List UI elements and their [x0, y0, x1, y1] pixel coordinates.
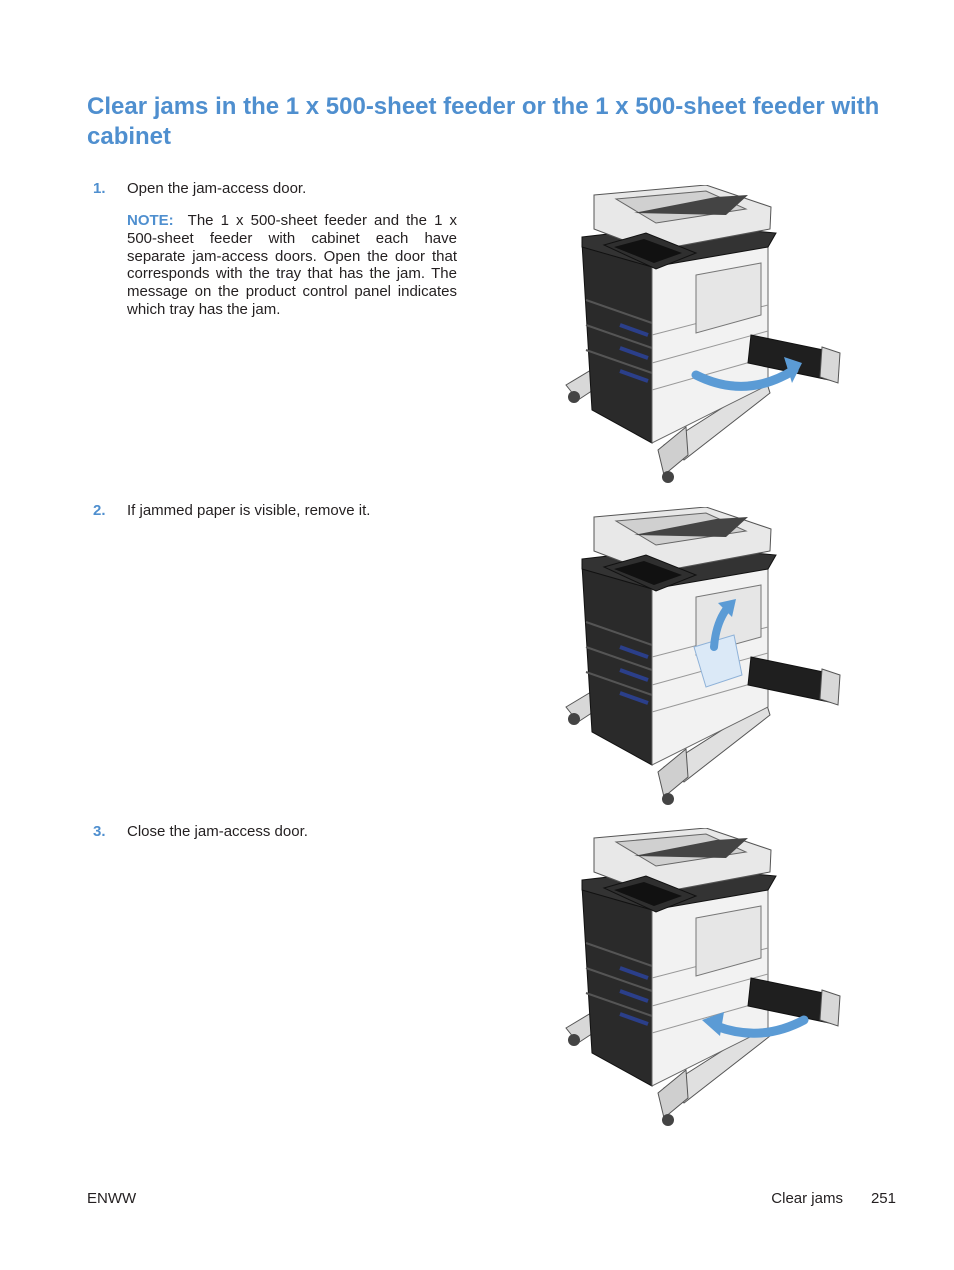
printer-illustration-remove-paper [564, 507, 841, 807]
note: NOTE:The 1 x 500-sheet feeder and the 1 … [127, 212, 457, 319]
footer-section: Clear jams [771, 1190, 843, 1207]
step-2: 2. If jammed paper is visible, remove it… [93, 502, 473, 520]
note-label: NOTE: [127, 212, 174, 229]
step-3: 3. Close the jam-access door. [93, 823, 473, 841]
step-text: If jammed paper is visible, remove it. [127, 502, 371, 519]
printer-illustration-open-door [564, 185, 841, 485]
footer-right: Clear jams 251 [771, 1190, 896, 1208]
step-number: 1. [93, 180, 106, 197]
page-title: Clear jams in the 1 x 500-sheet feeder o… [87, 93, 880, 150]
step-number: 3. [93, 823, 106, 840]
note-text: The 1 x 500-sheet feeder and the 1 x 500… [127, 212, 457, 318]
open-arrow-icon [691, 365, 799, 391]
footer-left: ENWW [87, 1190, 137, 1207]
close-arrow-icon [711, 1015, 809, 1038]
step-text: Close the jam-access door. [127, 823, 308, 840]
page-number: 251 [870, 1190, 896, 1207]
step-number: 2. [93, 502, 106, 519]
step-1: 1. Open the jam-access door. NOTE:The 1 … [93, 180, 473, 319]
jammed-paper-icon [693, 634, 743, 688]
printer-illustration-close-door [564, 828, 841, 1128]
step-text: Open the jam-access door. [127, 180, 307, 197]
